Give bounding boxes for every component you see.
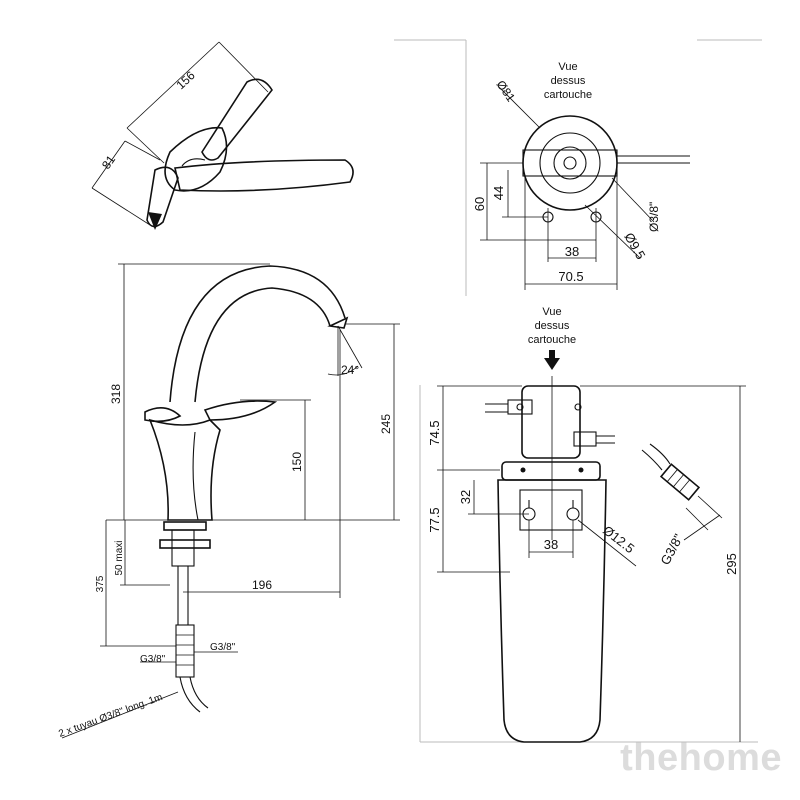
dim-150-text: 150 (290, 452, 304, 472)
filter-canister (497, 479, 607, 743)
side-fitting (659, 463, 701, 501)
thread-dim-line (683, 514, 721, 541)
dim-line-d81 (497, 85, 541, 129)
inlet-dot (516, 403, 524, 411)
dim-line-d38 (611, 177, 655, 223)
bracket-dot-right (578, 467, 584, 473)
dim-156-text: 156 (173, 68, 197, 92)
thread-leader-a (697, 495, 723, 519)
side-thread-text: G3/8" (657, 531, 686, 567)
dim-38-side-text: 38 (544, 537, 558, 552)
view-arrow-icon (544, 358, 560, 370)
ext-line-156-a (218, 41, 269, 93)
cartridge-mid-ring (539, 132, 601, 194)
spout-outer (169, 265, 346, 403)
faucet-body-side (148, 418, 221, 521)
cartridge-side-title-2: dessus (535, 320, 570, 332)
cartridge-side-view: Vue dessus cartouche 74 (419, 306, 758, 743)
body-contour (192, 431, 199, 521)
dim-32-text: 32 (458, 490, 473, 504)
dim-745-text: 74.5 (427, 420, 442, 445)
right-handle (203, 400, 278, 421)
ext-line-81-b (91, 187, 151, 226)
faucet-body-top (164, 126, 228, 192)
dim-d95-text: Ø9.5 (621, 230, 648, 262)
cartridge-top-title-1: Vue (558, 61, 577, 73)
fitting-body (175, 624, 195, 678)
outlet-port (573, 431, 597, 447)
dim-375-text: 375 (95, 575, 106, 592)
lever-handle (201, 78, 273, 161)
dim-line-d125 (577, 519, 637, 567)
view-arrow-stem (549, 350, 555, 359)
spout-arm (174, 159, 354, 192)
angle-text: 24° (341, 363, 359, 377)
cartridge-center (563, 156, 577, 170)
cartridge-outer-ring (522, 115, 618, 211)
cartridge-bracket-side (501, 461, 601, 481)
faucet-side-view: 318 245 150 24° 196 (57, 263, 400, 740)
side-fitting-body (659, 463, 701, 501)
lock-nut (159, 539, 211, 549)
cartridge-bracket (522, 149, 618, 177)
fitting-hose-a (641, 449, 663, 471)
ext-line-156-b (126, 127, 165, 164)
dim-705-text: 70.5 (558, 269, 583, 284)
dim-196-text: 196 (252, 578, 272, 592)
dim-44-text: 44 (491, 186, 506, 200)
watermark-logo: thehome (620, 737, 782, 779)
cartridge-side-title-1: Vue (542, 306, 561, 318)
ext-line-81-a (124, 140, 161, 161)
thread-left-text: G3/8" (140, 654, 166, 665)
dim-d125-text: Ø12.5 (600, 523, 637, 557)
dim-d38-text: Ø3/8" (647, 202, 661, 232)
hose-note-text: 2 x tuyau Ø3/8" long. 1m (57, 692, 164, 740)
hose-out-a (179, 676, 201, 713)
angle-arc (327, 365, 359, 376)
thread-leader-b (685, 507, 709, 531)
dim-775-text: 77.5 (427, 507, 442, 532)
base-plate (163, 521, 207, 531)
dim-line-156 (126, 41, 220, 129)
hose-out-b (189, 676, 209, 709)
angle-line-a (337, 325, 363, 369)
cartridge-top-title-2: dessus (551, 75, 586, 87)
inlet-port (507, 399, 533, 415)
shank (171, 529, 195, 567)
handle-tip (148, 212, 162, 230)
dim-line-d95 (584, 204, 641, 259)
dim-50-text: 50 maxi (114, 540, 125, 575)
hose-note-leader (61, 691, 179, 739)
lower-handle (146, 166, 179, 228)
dim-318-text: 318 (109, 384, 123, 404)
bracket-dot-left (520, 467, 526, 473)
cartridge-head (521, 385, 581, 459)
dim-38-top-text: 38 (565, 244, 579, 259)
left-handle (144, 407, 182, 423)
spout-tip (327, 316, 349, 329)
dim-245-text: 245 (379, 414, 393, 434)
keyhole-right (566, 507, 580, 521)
dim-d81-text: Ø81 (494, 78, 519, 105)
cartridge-core (553, 146, 587, 180)
cartridge-side-title-3: cartouche (528, 334, 576, 346)
body-detail (181, 158, 206, 167)
dim-295-text: 295 (724, 553, 739, 575)
thread-right-text: G3/8" (210, 642, 236, 653)
head-dot (574, 403, 582, 411)
dim-81-text: 81 (99, 152, 118, 171)
dim-60-text: 60 (472, 197, 487, 211)
cartridge-top-view: Vue dessus cartouche Ø81 60 44 38 (394, 39, 762, 296)
fitting-hose-b (649, 443, 671, 465)
spout-inner (194, 287, 331, 403)
mount-plate (519, 489, 583, 531)
cartridge-top-title-3: cartouche (544, 89, 592, 101)
dim-line-81 (91, 140, 126, 189)
faucet-top-view: 156 81 (91, 41, 354, 230)
